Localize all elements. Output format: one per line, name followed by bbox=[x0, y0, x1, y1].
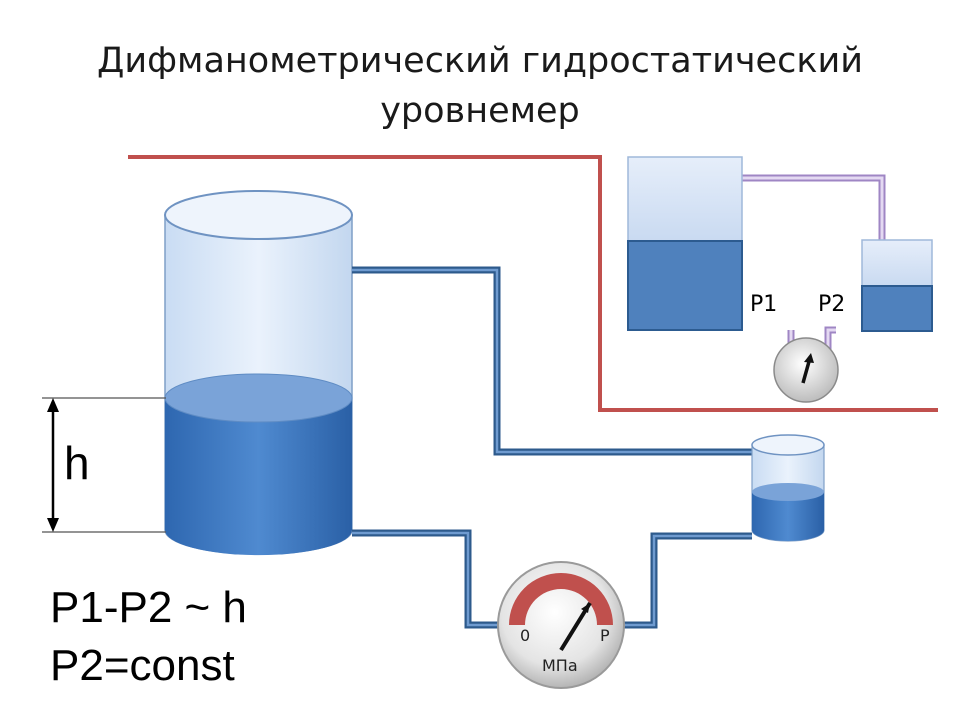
main-tank-liquid bbox=[165, 398, 352, 556]
inset-left-liquid bbox=[627, 240, 743, 331]
gauge-max-label: P bbox=[600, 626, 610, 645]
lower-pipe bbox=[352, 529, 752, 629]
differential-pressure-gauge bbox=[497, 561, 625, 689]
level-label: h bbox=[64, 437, 90, 489]
inset-top-pipe bbox=[742, 174, 886, 242]
level-dimension bbox=[42, 397, 166, 533]
gauge-zero-label: 0 bbox=[520, 626, 531, 645]
p2-label: P2 bbox=[818, 292, 846, 317]
formula-line-2: P2=const bbox=[50, 641, 235, 690]
gauge-unit-label: МПа bbox=[542, 656, 578, 675]
main-tank-liquid-surface bbox=[164, 373, 353, 423]
upper-pipe bbox=[352, 266, 754, 456]
title-line-1: Дифманометрический гидростатический bbox=[97, 41, 863, 81]
main-tank bbox=[164, 190, 353, 556]
slide-title: Дифманометрический гидростатический уров… bbox=[0, 36, 960, 136]
inset-diagram bbox=[627, 156, 933, 403]
reference-vessel-liquid bbox=[752, 492, 824, 541]
inset-divider-line bbox=[128, 155, 938, 412]
p1-label: P1 bbox=[750, 292, 778, 317]
title-line-2: уровнемер bbox=[380, 91, 580, 131]
inset-right-liquid bbox=[861, 285, 933, 332]
main-tank-rim bbox=[164, 190, 353, 240]
formula-line-1: P1-P2 ~ h bbox=[50, 583, 247, 632]
gauge-scale-arc bbox=[509, 573, 613, 625]
reference-vessel bbox=[751, 434, 825, 542]
